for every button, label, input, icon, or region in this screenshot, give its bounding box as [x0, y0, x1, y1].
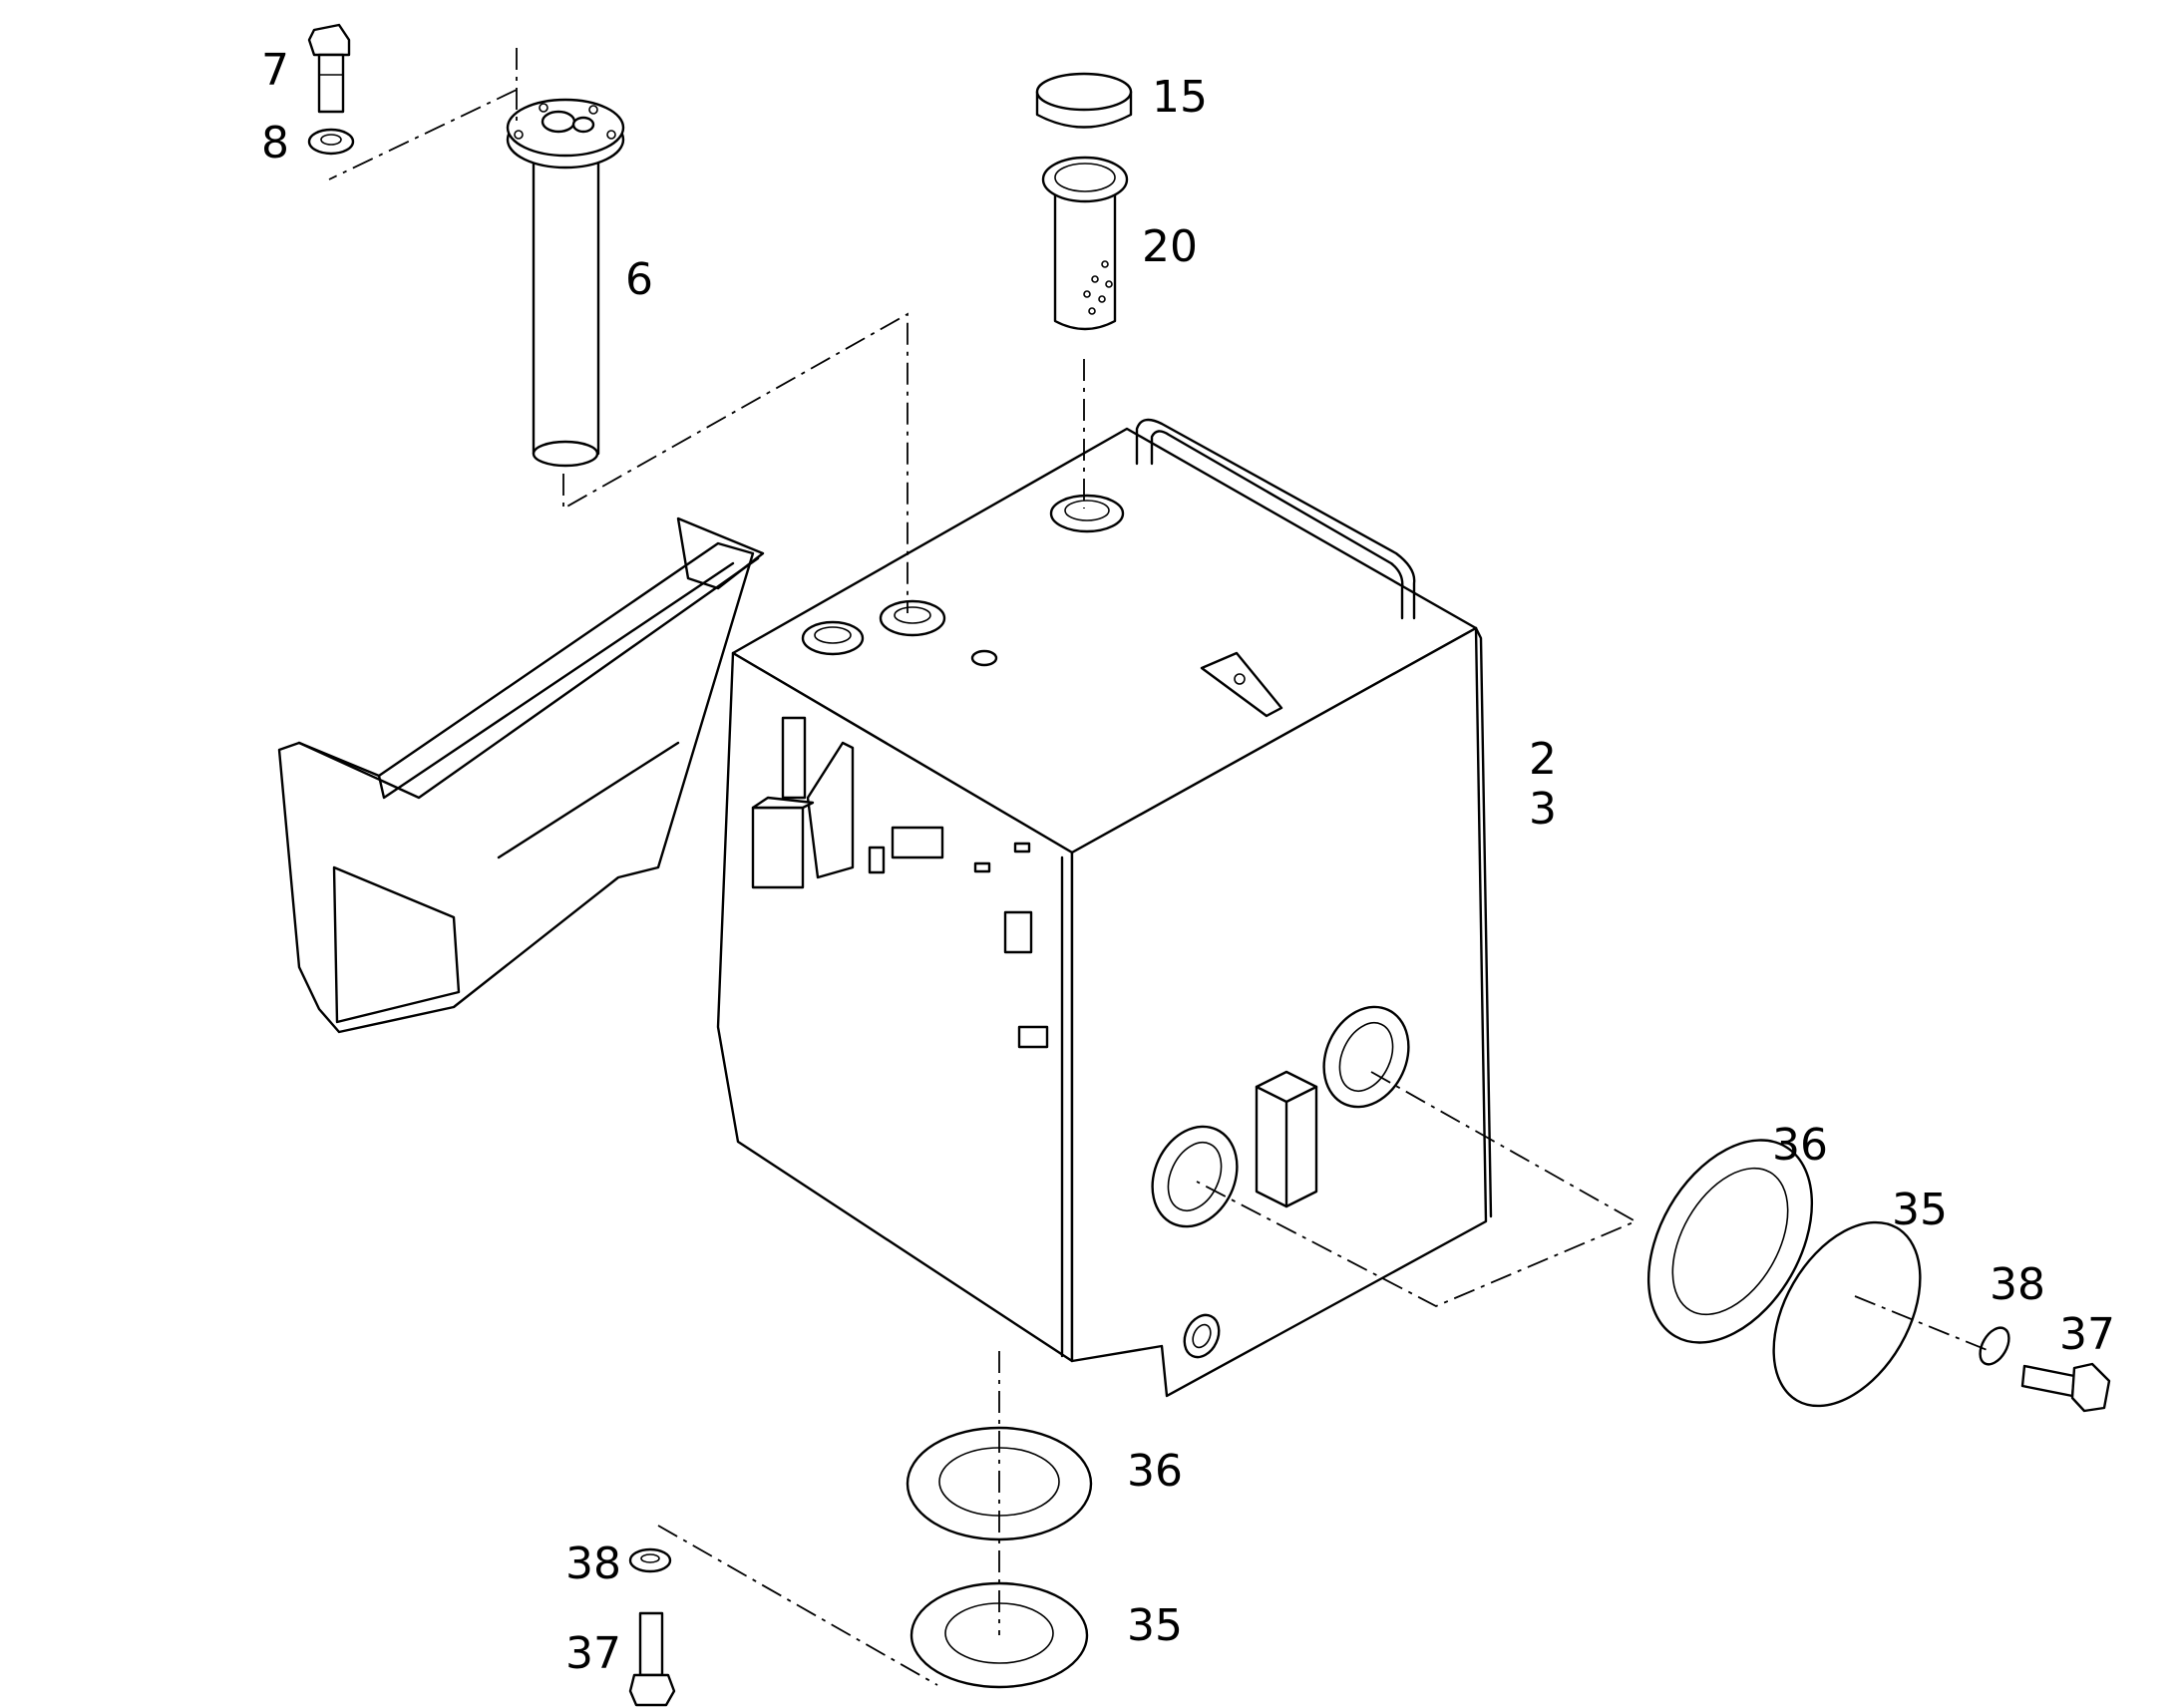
cover-35-side: [1772, 1220, 1922, 1408]
callout-35-bottom: 35: [1127, 1600, 1183, 1651]
bolt-7: [307, 23, 351, 114]
sender-port: [879, 599, 946, 637]
callout-labels: 7 8 6 15 20 2 3 36 35 38 37 36 35 38 37: [261, 45, 2115, 1679]
callout-2: 2: [1529, 734, 1557, 785]
callout-35-side: 35: [1892, 1185, 1948, 1235]
front-tab: [1003, 910, 1033, 954]
callout-20: 20: [1142, 221, 1198, 272]
front-block: [751, 806, 805, 889]
side-port-lower: [1151, 1125, 1239, 1228]
tank-trough: [277, 541, 755, 1034]
callout-8: 8: [261, 118, 289, 169]
small-plug: [970, 649, 998, 667]
front-bracket: [781, 716, 807, 800]
callout-37-bottom: 37: [565, 1628, 621, 1679]
drain-port: [1183, 1313, 1221, 1359]
callout-36-bottom: 36: [1127, 1446, 1183, 1497]
washer-38-side: [1979, 1326, 2010, 1366]
callout-6: 6: [625, 254, 653, 305]
washer-8: [307, 128, 355, 156]
sender-unit-6: [506, 98, 625, 468]
tank-front-face: [716, 651, 1074, 1363]
tank-handle: [1135, 418, 1416, 620]
bolt-37-bottom: [628, 1611, 676, 1707]
filler-cap-15: [1035, 72, 1133, 129]
bolt-37-side: [2020, 1362, 2111, 1413]
callout-3: 3: [1529, 784, 1557, 835]
strainer-20: [1041, 156, 1129, 331]
callout-38-bottom: 38: [565, 1538, 621, 1589]
callout-36-side: 36: [1772, 1120, 1828, 1171]
callout-38-side: 38: [1990, 1259, 2045, 1310]
top-bracket: [1200, 651, 1283, 718]
assembly-lines: [328, 48, 1991, 1686]
callout-37-side: 37: [2059, 1309, 2115, 1360]
fuel-tank-assembly: [277, 418, 1493, 1398]
gasket-36-side: [1646, 1139, 1814, 1344]
callout-15: 15: [1152, 72, 1208, 123]
washer-38-bottom: [628, 1547, 672, 1573]
front-clip: [891, 826, 944, 859]
callout-7: 7: [261, 45, 289, 96]
